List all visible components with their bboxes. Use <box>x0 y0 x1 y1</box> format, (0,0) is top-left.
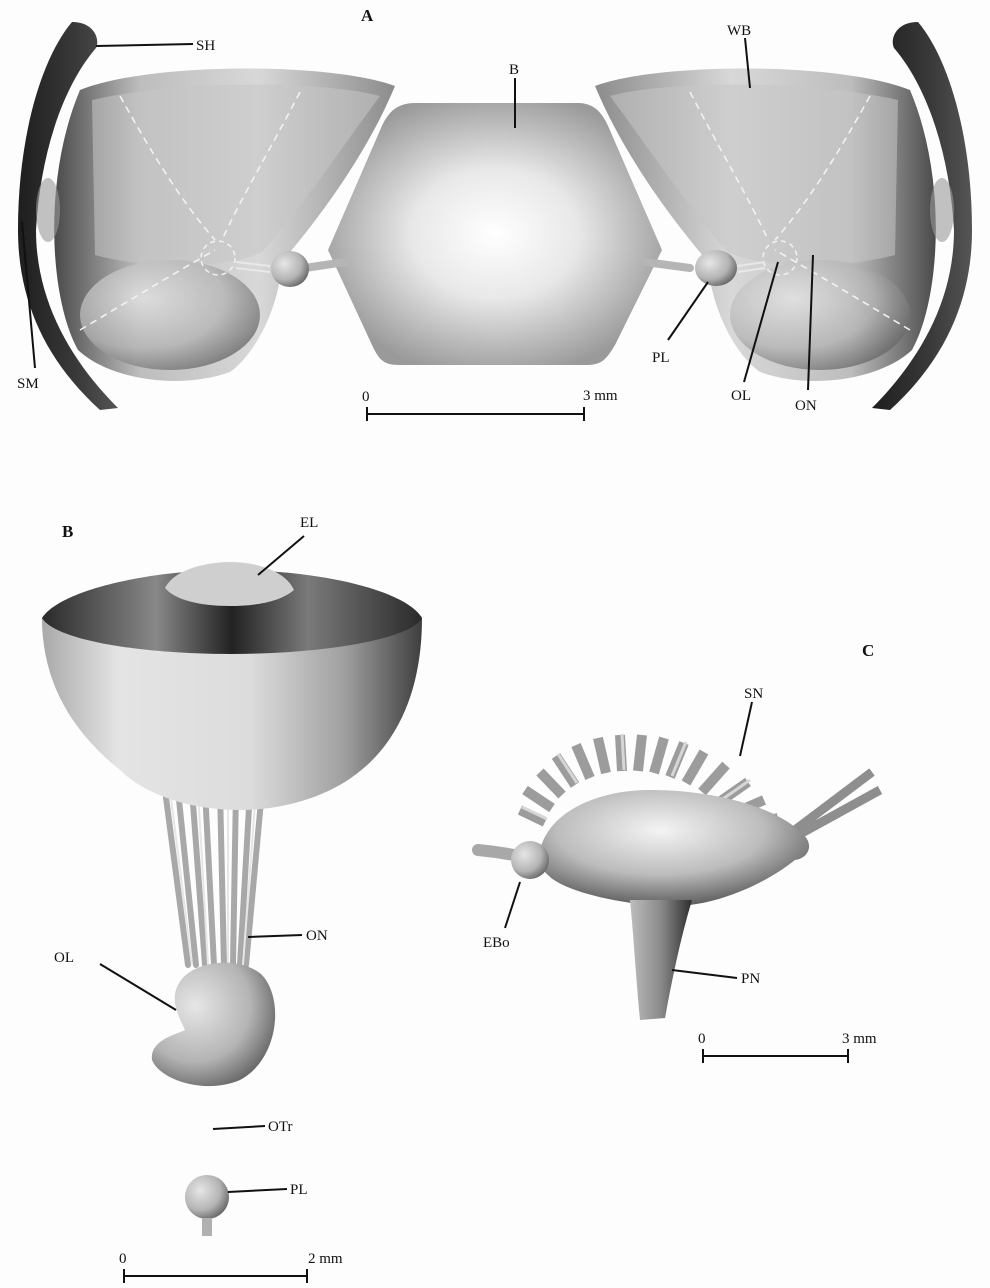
leader-otr <box>213 1126 265 1129</box>
label-pl-b: PL <box>290 1182 308 1198</box>
leader-ebo <box>505 882 520 928</box>
eye-lens <box>165 562 294 606</box>
label-ebo: EBo <box>483 935 510 951</box>
eye-cup-left-lower <box>80 260 260 370</box>
panel-c: C <box>478 641 880 1063</box>
scale-a-end: 3 mm <box>583 388 618 404</box>
leader-sh <box>96 44 193 46</box>
nerve-bundle <box>165 790 262 965</box>
optic-lobe <box>152 963 275 1086</box>
leader-on-b <box>248 935 302 937</box>
scale-b-end: 2 mm <box>308 1251 343 1267</box>
scale-bar-b <box>124 1269 307 1283</box>
scale-bar-c <box>703 1049 848 1063</box>
label-b: B <box>509 62 519 78</box>
sn-tuft <box>795 772 880 834</box>
panel-a: A SH <box>17 6 972 421</box>
label-pl: PL <box>652 350 670 366</box>
scale-c-end: 3 mm <box>842 1031 877 1047</box>
leader-el <box>258 536 304 575</box>
ebo-bulb <box>511 841 549 879</box>
left-pl <box>271 251 309 287</box>
panel-b: B EL ON OL OTr PL 0 2 mm <box>42 515 422 1283</box>
label-ol-b: OL <box>54 950 74 966</box>
ganglion-body <box>538 790 809 905</box>
panel-b-letter: B <box>62 522 73 541</box>
brain <box>328 103 662 365</box>
panel-c-letter: C <box>862 641 874 660</box>
leader-sn <box>740 702 752 756</box>
eye-cup-right-lower <box>730 260 910 370</box>
leader-pl <box>668 282 708 340</box>
label-el: EL <box>300 515 318 531</box>
peduncle-lobe <box>185 1175 229 1219</box>
leader-ol-b <box>100 964 176 1010</box>
label-sm: SM <box>17 376 39 392</box>
label-ol: OL <box>731 388 751 404</box>
label-pn: PN <box>741 971 760 987</box>
right-pl <box>695 250 737 286</box>
scale-c-start: 0 <box>698 1031 706 1047</box>
label-on-b: ON <box>306 928 328 944</box>
scale-a-start: 0 <box>362 389 370 405</box>
label-sh: SH <box>196 38 215 54</box>
right-inner-lens <box>930 178 954 242</box>
panel-a-letter: A <box>361 6 374 25</box>
label-otr: OTr <box>268 1119 292 1135</box>
label-sn: SN <box>744 686 763 702</box>
leader-pn <box>672 970 737 978</box>
label-wb: WB <box>727 23 751 39</box>
leader-pl-b <box>228 1189 287 1192</box>
left-inner-lens <box>36 178 60 242</box>
scale-bar-a <box>367 407 584 421</box>
pedal-nerve <box>630 900 692 1020</box>
label-on: ON <box>795 398 817 414</box>
scale-b-start: 0 <box>119 1251 127 1267</box>
